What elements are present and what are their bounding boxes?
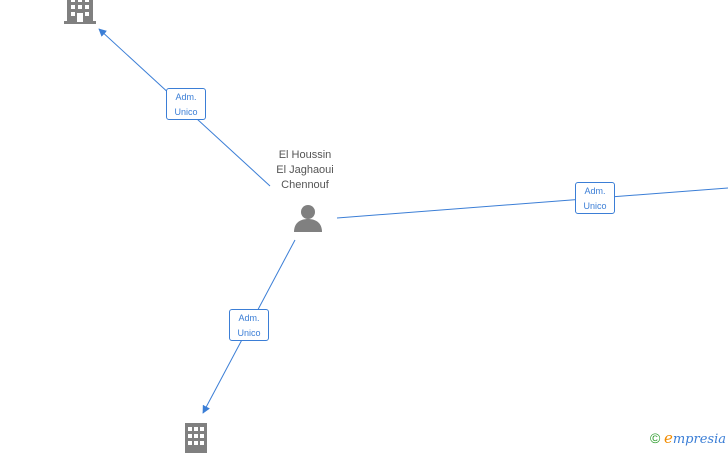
edge-label-right[interactable]: Adm. Unico (575, 182, 615, 214)
edge-label-line-2: Unico (174, 107, 198, 117)
brand-initial: e (663, 429, 673, 447)
brand-name: mpresia (672, 432, 726, 447)
edge-label-bottom[interactable]: Adm. Unico (229, 309, 269, 341)
building-icon-top-left[interactable] (64, 0, 96, 24)
person-name-line-2: El Jaghaoui (276, 164, 334, 176)
edge-label-line-1: Adm. (238, 313, 260, 323)
copyright-symbol: © (650, 430, 661, 446)
person-name-line-1: El Houssin (278, 149, 332, 161)
building-icon-bottom[interactable] (183, 423, 209, 453)
edge-label-line-1: Adm. (175, 92, 197, 102)
person-name[interactable]: El Houssin El Jaghaoui Chennouf (255, 148, 355, 193)
person-icon[interactable] (293, 204, 323, 232)
edge-label-line-2: Unico (583, 201, 607, 211)
edge-line-right (336, 187, 728, 219)
person-name-line-3: Chennouf (281, 179, 329, 191)
brand-watermark: © empresia (650, 429, 726, 449)
edge-label-top-left[interactable]: Adm. Unico (166, 88, 206, 120)
edge-label-line-2: Unico (237, 328, 261, 338)
edge-label-line-1: Adm. (584, 186, 606, 196)
